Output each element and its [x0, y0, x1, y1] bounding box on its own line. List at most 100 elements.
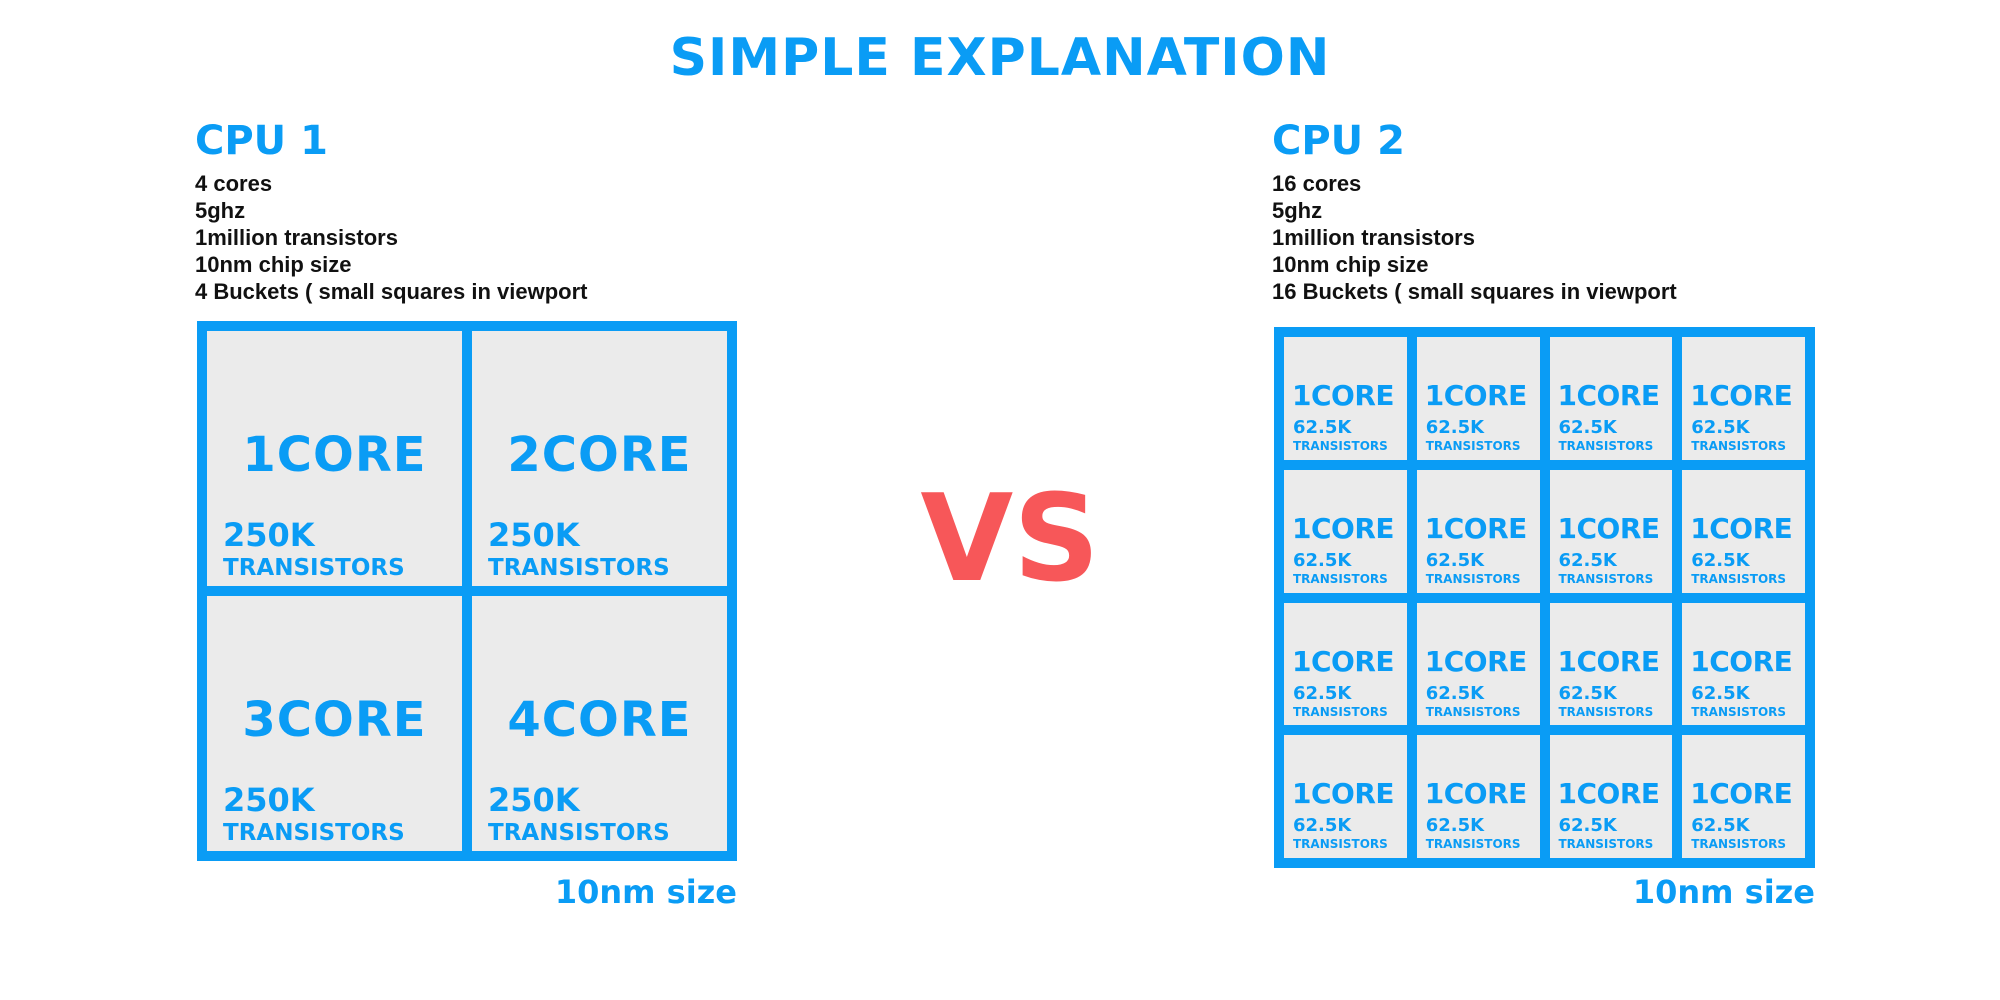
transistor-count: 62.5K [1425, 417, 1485, 438]
core-label: 1CORE [1424, 644, 1528, 678]
cpu1-core-cell: 3CORE 250K TRANSISTORS [207, 596, 462, 851]
vs-label: VS [920, 470, 1100, 609]
core-label: 1CORE [242, 427, 427, 483]
transistor-unit: TRANSISTORS [488, 555, 670, 581]
transistor-unit: TRANSISTORS [1691, 571, 1787, 586]
transistor-count: 62.5K [1558, 682, 1617, 704]
core-label: 1CORE [1690, 644, 1793, 678]
transistor-count: 250K [488, 516, 580, 554]
transistor-count: 62.5K [1293, 682, 1352, 704]
transistor-unit: TRANSISTORS [1691, 704, 1787, 719]
cpu2-specs: 16 cores 5ghz 1million transistors 10nm … [1272, 170, 1677, 305]
transistor-count: 250K [223, 516, 315, 554]
core-label: 1CORE [1690, 777, 1793, 811]
cpu1-spec: 5ghz [195, 198, 246, 223]
core-label: 1CORE [1292, 511, 1395, 545]
cpu2-size-label: 10nm size [1632, 873, 1815, 911]
core-label: 1CORE [1557, 511, 1661, 545]
transistor-count: 62.5K [1425, 549, 1485, 571]
cpu1-specs: 4 cores 5ghz 1million transistors 10nm c… [195, 170, 587, 305]
transistor-count: 62.5K [1293, 815, 1352, 837]
cpu2-spec: 5ghz [1272, 198, 1323, 223]
cpu2-spec: 16 Buckets ( small squares in viewport [1272, 279, 1677, 304]
cpu2-spec: 1million transistors [1272, 225, 1475, 250]
cpu1-header: CPU 1 4 cores 5ghz 1million transistors … [195, 118, 587, 305]
core-label: 1CORE [1557, 644, 1661, 678]
core-label: 1CORE [1424, 511, 1528, 545]
transistor-unit: TRANSISTORS [1558, 704, 1654, 719]
transistor-unit: TRANSISTORS [1425, 439, 1521, 453]
cpu2-header: CPU 2 16 cores 5ghz 1million transistors… [1272, 118, 1677, 305]
core-label: 4CORE [507, 692, 692, 748]
transistor-count: 62.5K [1558, 815, 1617, 837]
cpu1-spec: 10nm chip size [195, 252, 352, 277]
cpu1-size-label: 10nm size [554, 873, 737, 911]
transistor-unit: TRANSISTORS [223, 555, 405, 581]
core-label: 1CORE [1424, 777, 1528, 811]
cpu1-core-cell: 2CORE 250K TRANSISTORS [472, 331, 727, 586]
core-label: 1CORE [1557, 379, 1661, 412]
transistor-unit: TRANSISTORS [1293, 704, 1388, 719]
transistor-unit: TRANSISTORS [1558, 571, 1654, 586]
transistor-count: 250K [488, 781, 580, 819]
cpu1-chip-grid: 1CORE 250K TRANSISTORS 2CORE 250K TRANSI… [197, 321, 737, 861]
transistor-unit: TRANSISTORS [1691, 439, 1787, 453]
cpu2-spec: 10nm chip size [1272, 252, 1429, 277]
core-label: 1CORE [1557, 777, 1661, 811]
transistor-count: 62.5K [1691, 549, 1750, 571]
transistor-unit: TRANSISTORS [1558, 837, 1654, 852]
transistor-unit: TRANSISTORS [1293, 439, 1388, 453]
transistor-unit: TRANSISTORS [1558, 439, 1654, 453]
cpu2-spec: 16 cores [1272, 171, 1362, 196]
transistor-count: 62.5K [1691, 815, 1750, 837]
cpu2-name: CPU 2 [1272, 118, 1405, 164]
transistor-count: 62.5K [1425, 815, 1485, 837]
core-label: 1CORE [1292, 379, 1395, 412]
transistor-unit: TRANSISTORS [1425, 704, 1521, 719]
transistor-count: 250K [223, 781, 315, 819]
cpu1-spec: 4 cores [195, 171, 273, 196]
core-label: 1CORE [1292, 777, 1395, 811]
transistor-count: 62.5K [1691, 682, 1750, 704]
transistor-count: 62.5K [1558, 549, 1617, 571]
core-label: 1CORE [1292, 644, 1395, 678]
page-title: SIMPLE EXPLANATION [669, 28, 1331, 88]
transistor-unit: TRANSISTORS [1425, 837, 1521, 852]
transistor-count: 62.5K [1293, 417, 1352, 438]
transistor-unit: TRANSISTORS [1425, 571, 1521, 586]
transistor-count: 62.5K [1691, 417, 1750, 438]
core-label: 3CORE [242, 692, 427, 748]
transistor-count: 62.5K [1558, 417, 1617, 438]
core-label: 1CORE [1690, 379, 1793, 412]
transistor-unit: TRANSISTORS [223, 820, 405, 846]
transistor-unit: TRANSISTORS [1691, 837, 1787, 852]
transistor-count: 62.5K [1425, 682, 1485, 704]
cpu1-core-cell: 4CORE 250K TRANSISTORS [472, 596, 727, 851]
transistor-count: 62.5K [1293, 549, 1352, 571]
core-label: 1CORE [1690, 511, 1793, 545]
transistor-unit: TRANSISTORS [1293, 571, 1388, 586]
core-label: 2CORE [507, 427, 692, 483]
transistor-unit: TRANSISTORS [1293, 837, 1388, 852]
cpu1-name: CPU 1 [195, 118, 328, 164]
cpu1-core-cell: 1CORE 250K TRANSISTORS [207, 331, 462, 586]
cpu1-spec: 4 Buckets ( small squares in viewport [195, 279, 588, 304]
cpu1-spec: 1million transistors [195, 225, 398, 250]
